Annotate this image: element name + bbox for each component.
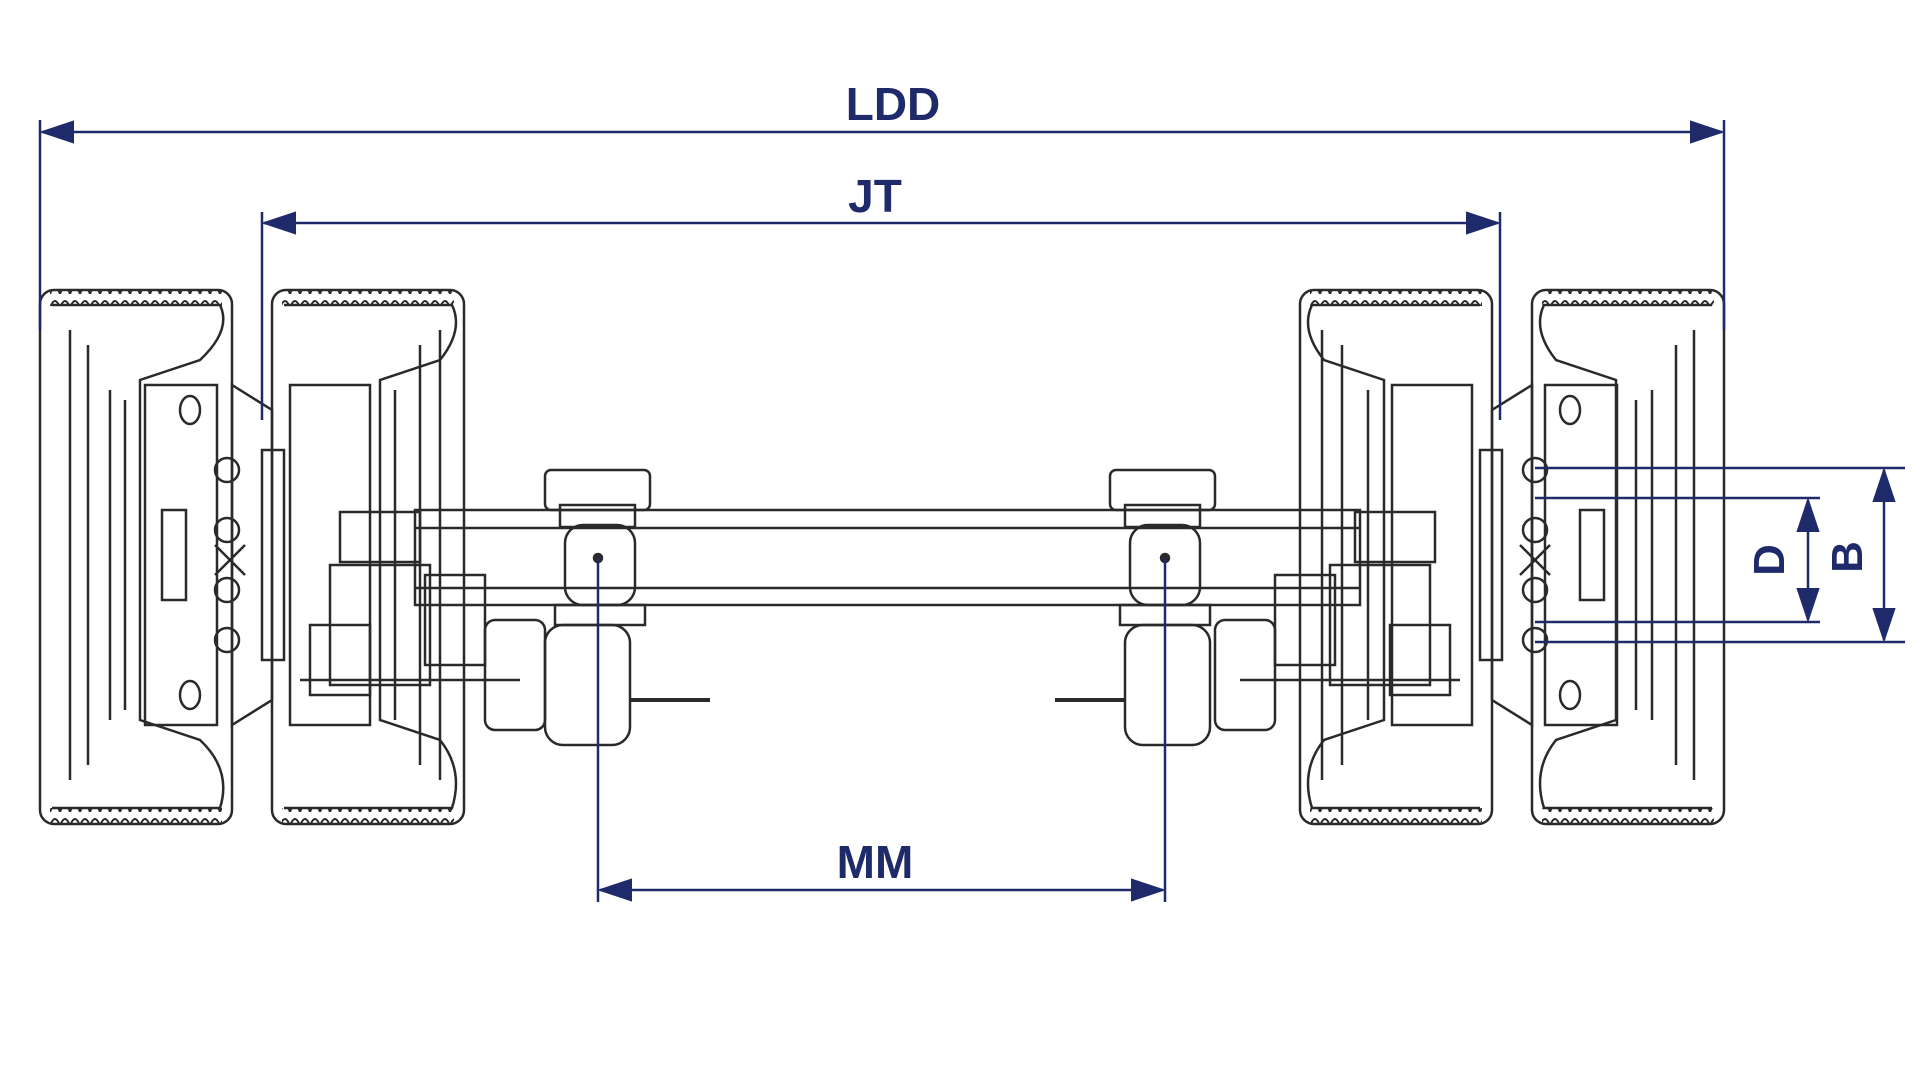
d-dimension — [1535, 496, 1820, 624]
right-hub — [1478, 382, 1606, 728]
left-hub — [160, 382, 286, 728]
mm-label: MM — [837, 836, 914, 888]
ldd-dimension — [38, 120, 1726, 330]
left-outer-wheel — [38, 288, 234, 826]
b-dimension — [1535, 466, 1905, 644]
right-inner-wheel — [1298, 288, 1494, 826]
ldd-label: LDD — [846, 78, 941, 130]
jt-label: JT — [848, 170, 902, 222]
right-outer-wheel — [1530, 288, 1726, 826]
left-brake-assembly — [300, 563, 710, 747]
jt-dimension — [260, 211, 1502, 420]
mm-dimension — [596, 558, 1167, 902]
d-label: D — [1745, 544, 1794, 576]
right-spring-seat — [1108, 468, 1217, 627]
axle-beam — [338, 508, 1437, 607]
left-inner-wheel — [270, 288, 466, 826]
b-label: B — [1823, 541, 1872, 573]
right-brake-assembly — [1055, 563, 1460, 747]
